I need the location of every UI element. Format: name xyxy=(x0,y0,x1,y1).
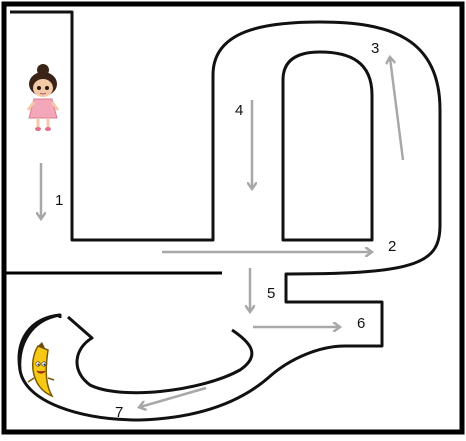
step-label-4: 4 xyxy=(235,102,243,119)
step-label-3: 3 xyxy=(371,40,379,57)
step-label-2: 2 xyxy=(388,238,396,255)
step-label-5: 5 xyxy=(267,285,275,302)
step-label-7: 7 xyxy=(115,404,123,421)
step-label-6: 6 xyxy=(357,315,365,332)
step-label-1: 1 xyxy=(55,192,63,209)
